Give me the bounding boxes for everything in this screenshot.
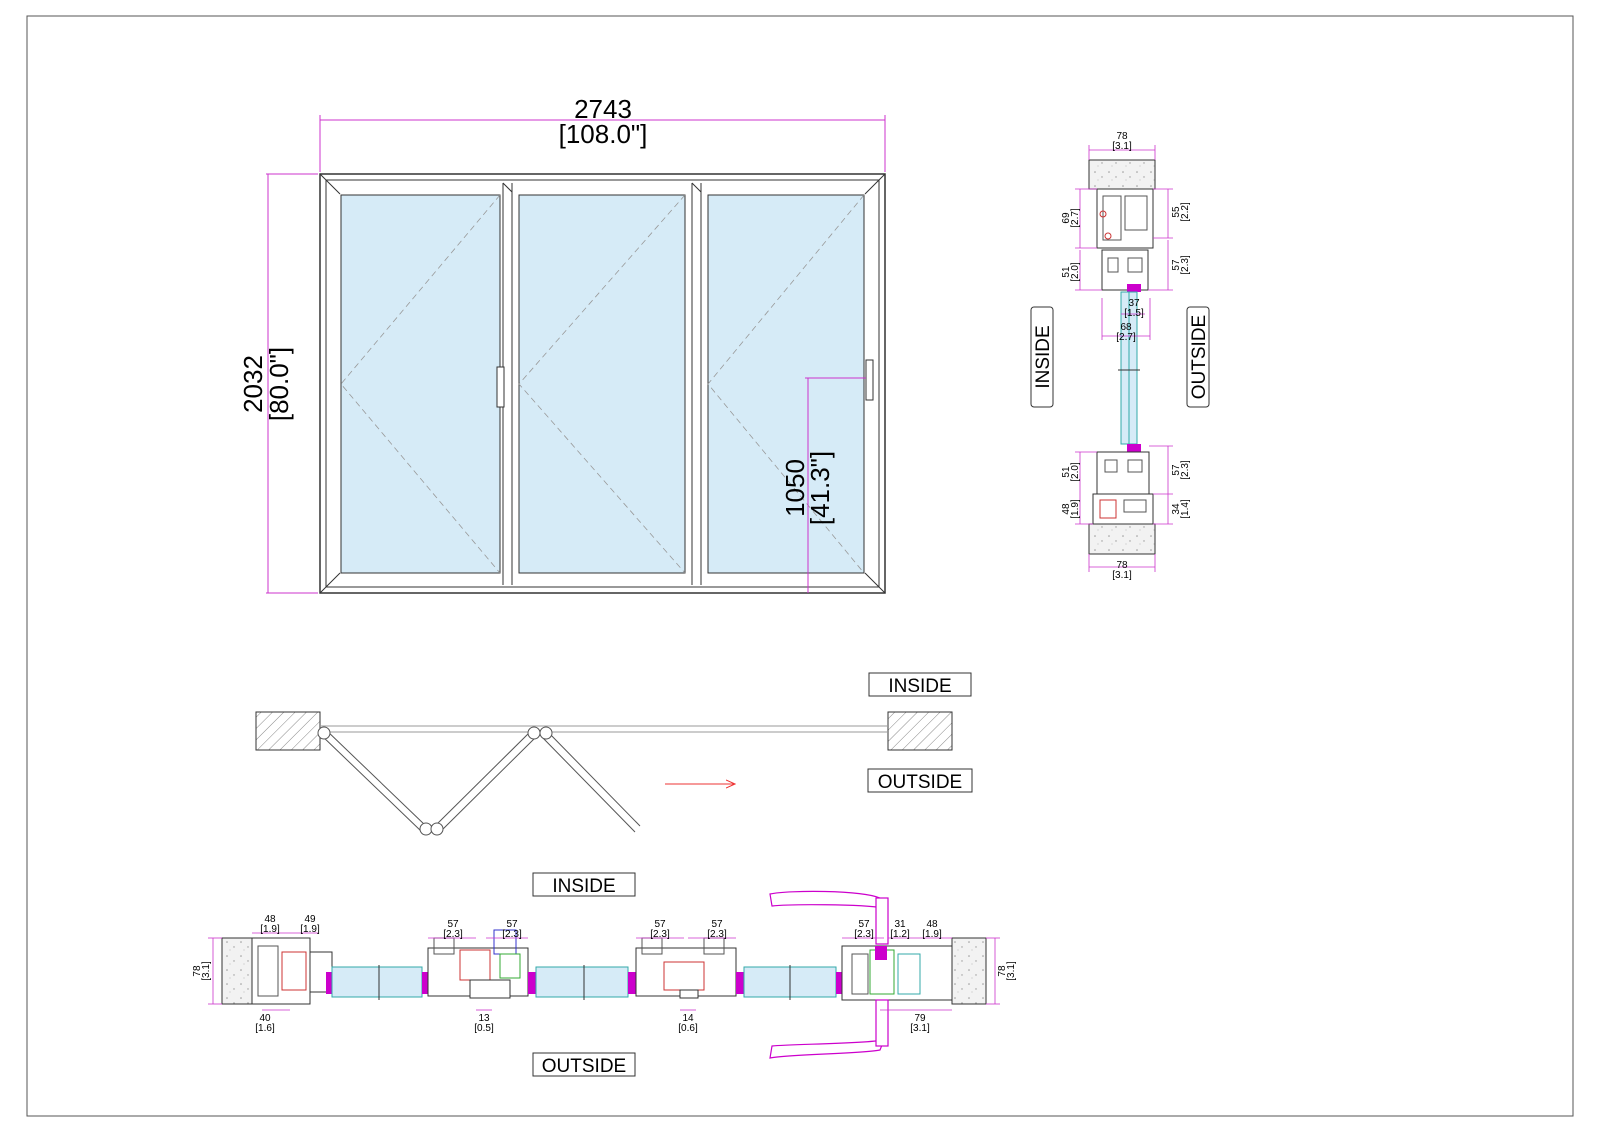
vs-bottom-width-in: [3.1] xyxy=(1112,570,1132,581)
hs-d57c-in: [2.3] xyxy=(650,929,670,940)
hs-d57d-mm: 57 xyxy=(711,919,723,930)
width-in-label: [108.0"] xyxy=(559,119,648,149)
vs-b51-in: [2.0] xyxy=(1070,462,1081,482)
handle-height-in-label: [41.3"] xyxy=(805,451,835,525)
hs-d31-mm: 31 xyxy=(894,919,906,930)
vs-51-mm: 51 xyxy=(1061,266,1072,278)
panel-3-glass xyxy=(707,194,865,574)
width-mm-label: 2743 xyxy=(574,94,632,124)
vs-b34-mm: 34 xyxy=(1171,503,1182,515)
hs-d14-mm: 14 xyxy=(682,1013,694,1024)
hs-d14-in: [0.6] xyxy=(678,1023,698,1034)
panel-1-glass xyxy=(340,194,501,574)
front-elevation: 2743 [108.0"] 2032 [80.0"] 1050 [41.3"] xyxy=(238,94,886,594)
hs-d40-in: [1.6] xyxy=(255,1023,275,1034)
vs-b57-mm: 57 xyxy=(1171,464,1182,476)
hs-d48b-in: [1.9] xyxy=(922,929,942,940)
hs-d57c-mm: 57 xyxy=(654,919,666,930)
hs-d13-mm: 13 xyxy=(478,1013,490,1024)
plan-inside-label: INSIDE xyxy=(888,676,951,697)
vs-37-in: [1.5] xyxy=(1124,308,1144,319)
horizontal-section: INSIDE OUTSIDE xyxy=(192,872,1017,1077)
vs-68-in: [2.7] xyxy=(1116,332,1136,343)
vs-b57-in: [2.3] xyxy=(1180,460,1191,480)
hs-d48b-mm: 48 xyxy=(926,919,938,930)
hs-d57b-in: [2.3] xyxy=(502,929,522,940)
hs-d13-in: [0.5] xyxy=(474,1023,494,1034)
hs-outside-label: OUTSIDE xyxy=(542,1056,626,1077)
hs-d57a-in: [2.3] xyxy=(443,929,463,940)
handle-icon xyxy=(496,366,505,408)
lever-handle-icon xyxy=(769,890,889,1059)
hs-d48-in: [1.9] xyxy=(260,924,280,935)
hs-d31-in: [1.2] xyxy=(890,929,910,940)
hs-d49-in: [1.9] xyxy=(300,924,320,935)
vs-69-mm: 69 xyxy=(1061,212,1072,224)
vs-55-in: [2.2] xyxy=(1180,202,1191,222)
hs-left-78-in: [3.1] xyxy=(201,961,212,981)
hs-d79-mm: 79 xyxy=(914,1013,926,1024)
vs-b51-mm: 51 xyxy=(1061,466,1072,478)
hs-d57e-mm: 57 xyxy=(858,919,870,930)
vertical-section: 78 [3.1] 69 [2.7] 55 [2.2] 51 [2.0] 57 [… xyxy=(1030,131,1210,581)
vs-b48-in: [1.9] xyxy=(1070,499,1081,519)
vs-69-in: [2.7] xyxy=(1070,208,1081,228)
vs-top-width-mm: 78 xyxy=(1116,131,1128,142)
vs-bottom-width-mm: 78 xyxy=(1116,560,1128,571)
handle-icon xyxy=(865,359,874,401)
plan-view: INSIDE OUTSIDE xyxy=(255,672,973,836)
vs-inside-label: INSIDE xyxy=(1033,325,1054,388)
vs-top-width-in: [3.1] xyxy=(1112,141,1132,152)
vs-outside-label: OUTSIDE xyxy=(1189,315,1210,399)
vs-b48-mm: 48 xyxy=(1061,503,1072,515)
height-mm-label: 2032 xyxy=(238,355,268,413)
vs-51-in: [2.0] xyxy=(1070,262,1081,282)
height-in-label: [80.0"] xyxy=(264,347,294,421)
hs-d48-mm: 48 xyxy=(264,914,276,925)
hs-d57b-mm: 57 xyxy=(506,919,518,930)
vs-68-mm: 68 xyxy=(1120,322,1132,333)
vs-57-in: [2.3] xyxy=(1180,255,1191,275)
hs-d57d-in: [2.3] xyxy=(707,929,727,940)
plan-outside-label: OUTSIDE xyxy=(878,772,962,793)
hs-d57a-mm: 57 xyxy=(447,919,459,930)
handle-height-mm-label: 1050 xyxy=(780,459,810,517)
vs-37-mm: 37 xyxy=(1128,298,1140,309)
hs-right-78-in: [3.1] xyxy=(1006,961,1017,981)
hs-d79-in: [3.1] xyxy=(910,1023,930,1034)
hs-d49-mm: 49 xyxy=(304,914,316,925)
hs-right-78-mm: 78 xyxy=(997,965,1008,977)
panel-2-glass xyxy=(518,194,686,574)
sheet-border xyxy=(26,15,1574,1117)
vs-55-mm: 55 xyxy=(1171,206,1182,218)
hs-d57e-in: [2.3] xyxy=(854,929,874,940)
hs-left-78-mm: 78 xyxy=(192,965,203,977)
hs-inside-label: INSIDE xyxy=(552,876,615,897)
vs-57-mm: 57 xyxy=(1171,259,1182,271)
vs-b34-in: [1.4] xyxy=(1180,499,1191,519)
hs-d40-mm: 40 xyxy=(259,1013,271,1024)
